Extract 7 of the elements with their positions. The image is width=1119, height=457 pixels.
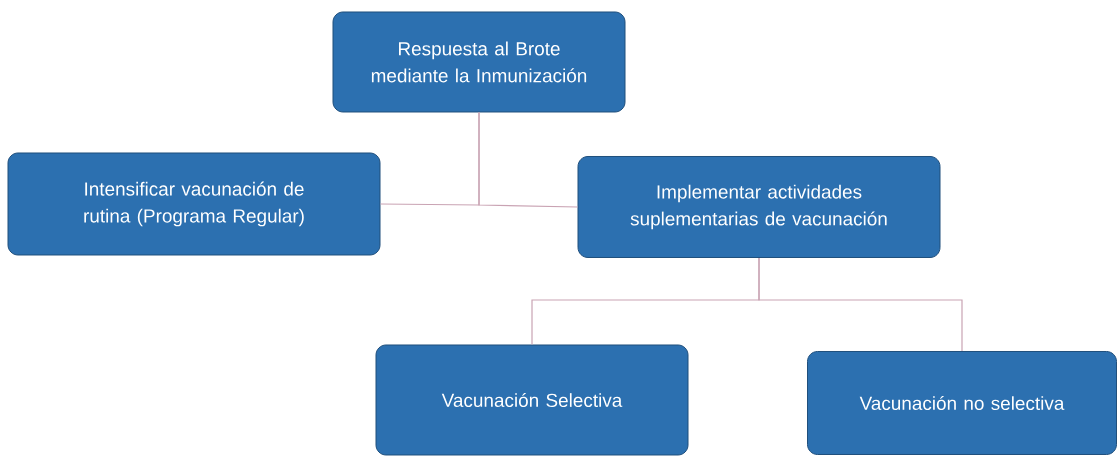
- process-box: Respuesta al Brote mediante la Inmunización: [332, 11, 626, 113]
- connector-line: [758, 257, 963, 352]
- process-box: Vacunación Selectiva: [375, 344, 689, 456]
- process-box: Vacunación no selectiva: [807, 351, 1117, 455]
- process-box: Intensificar vacunación de rutina (Programa Regular): [7, 152, 381, 256]
- process-box: Implementar actividades suplementarias de vacunación: [577, 156, 941, 258]
- connector-line: [478, 111, 579, 208]
